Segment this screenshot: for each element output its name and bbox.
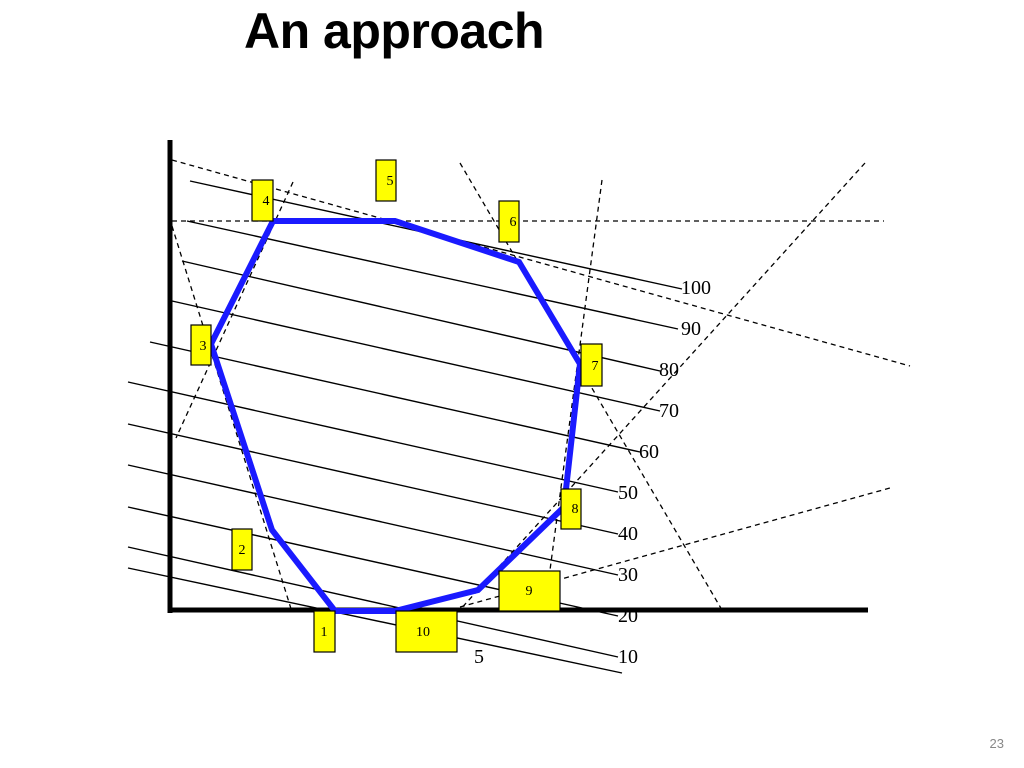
level-label-20: 20 (618, 605, 638, 627)
level-line-10 (127, 546, 619, 658)
vertex-label-7: 7 (592, 359, 599, 374)
vertex-numbers: 1 2 3 4 5 6 7 8 9 10 (200, 174, 599, 640)
vertex-box-10 (395, 610, 458, 653)
vertex-box-7 (580, 343, 603, 387)
vertex-label-5: 5 (387, 174, 394, 189)
vertex-box-3 (190, 324, 212, 366)
dashed-line (171, 225, 293, 613)
vertex-label-3: 3 (200, 339, 207, 354)
vertex-label-8: 8 (572, 502, 579, 517)
level-line-60 (149, 341, 641, 453)
page-number: 23 (989, 736, 1004, 751)
level-line-40 (127, 423, 619, 535)
level-label-80: 80 (659, 359, 679, 381)
level-label-60: 60 (639, 441, 659, 463)
level-label-50: 50 (618, 482, 638, 504)
level-line-90 (186, 220, 679, 330)
vertex-box-9 (498, 570, 561, 612)
level-values: 100 90 80 70 60 50 40 30 20 10 5 (474, 277, 711, 668)
level-label-30: 30 (618, 564, 638, 586)
dashed-line (171, 159, 911, 367)
level-line-50 (127, 381, 619, 493)
vertex-box-6 (498, 200, 520, 243)
level-label-90: 90 (681, 318, 701, 340)
vertex-box-1 (313, 610, 336, 653)
vertex-label-1: 1 (321, 625, 328, 640)
vertex-box-4 (251, 179, 274, 222)
vertex-label-2: 2 (239, 543, 246, 558)
level-label-5: 5 (474, 646, 484, 668)
vertex-box-2 (231, 528, 253, 571)
level-line-30 (127, 464, 619, 576)
vertex-label-10: 10 (416, 625, 430, 640)
level-line-5 (127, 567, 623, 674)
feasible-polygon (207, 218, 584, 614)
level-label-40: 40 (618, 523, 638, 545)
dashed-line (457, 162, 866, 613)
vertex-box-5 (375, 159, 397, 202)
vertex-label-4: 4 (263, 194, 270, 209)
dashed-line (545, 179, 603, 601)
vertex-label-9: 9 (526, 584, 533, 599)
vertex-box-8 (560, 488, 582, 530)
vertex-label-6: 6 (510, 215, 517, 230)
level-label-70: 70 (659, 400, 679, 422)
level-lines (127, 180, 683, 674)
level-line-80 (181, 260, 661, 372)
vertex-boxes (190, 159, 603, 653)
level-label-100: 100 (681, 277, 711, 299)
level-label-10: 10 (618, 646, 638, 668)
slide-title: An approach (244, 3, 545, 59)
